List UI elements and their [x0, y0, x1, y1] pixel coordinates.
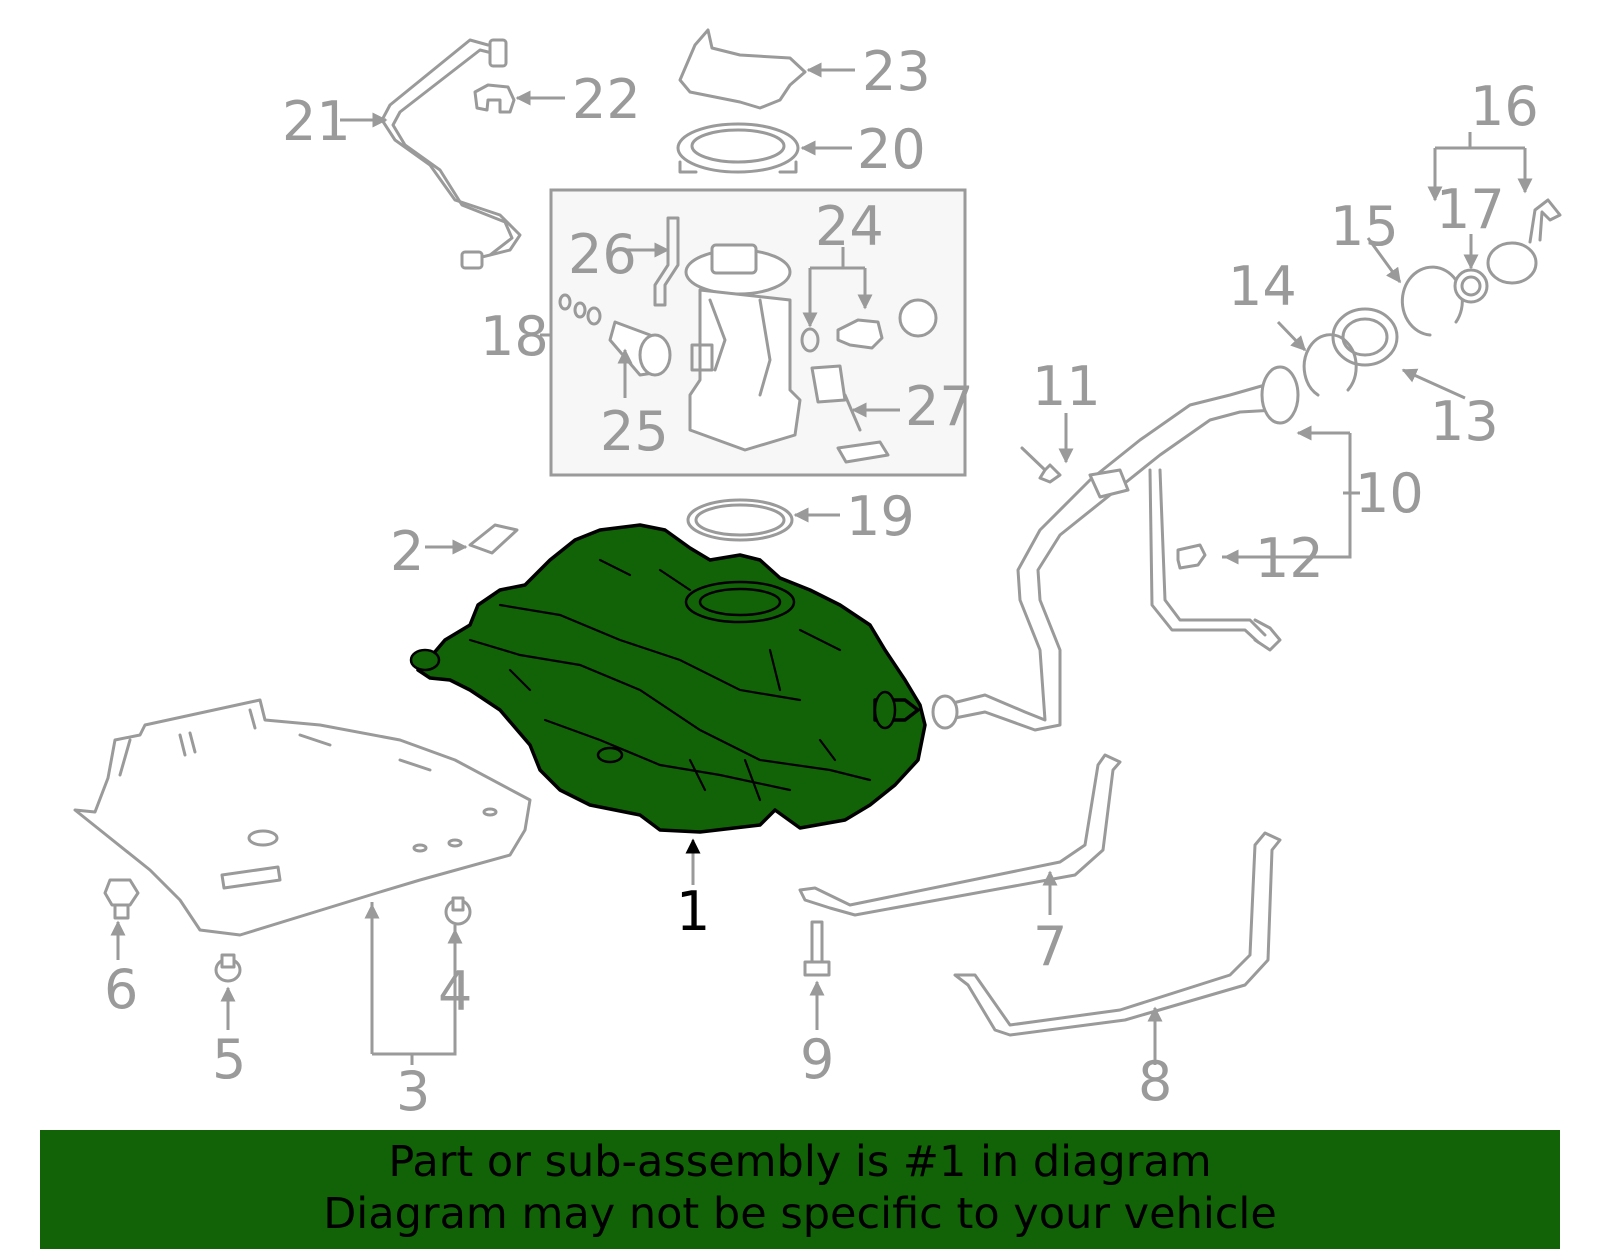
- pump-motor-part-25: [558, 293, 672, 377]
- ring-part-15: [1400, 265, 1464, 337]
- callout-2: 2: [390, 520, 424, 583]
- callout-8: 8: [1138, 1050, 1172, 1113]
- banner-line-2: Diagram may not be specific to your vehi…: [323, 1189, 1277, 1239]
- callout-24: 24: [815, 195, 884, 258]
- sender-part-27: [810, 364, 890, 464]
- bracket-part-12: [1176, 543, 1207, 570]
- callout-16: 16: [1470, 75, 1539, 138]
- callout-9: 9: [800, 1028, 834, 1091]
- callout-11: 11: [1032, 355, 1101, 418]
- callout-19: 19: [846, 485, 915, 548]
- nut-part-5: [214, 953, 242, 983]
- cover-part-23: [678, 28, 807, 110]
- callout-10: 10: [1355, 462, 1424, 525]
- callout-18: 18: [480, 305, 549, 368]
- strap-part-8: [953, 831, 1282, 1037]
- gasket-part-13: [1331, 307, 1399, 367]
- callout-leaders: [110, 62, 1533, 1065]
- callout-12: 12: [1255, 527, 1324, 590]
- fuel-cap-part-16: [1486, 198, 1562, 285]
- bolt-part-11: [1020, 446, 1062, 484]
- fuel-pump-module: [684, 243, 802, 452]
- under-shield-part-3: [73, 698, 532, 937]
- callout-1: 1: [676, 880, 710, 943]
- nut-part-4: [444, 896, 472, 926]
- callout-22: 22: [572, 68, 641, 131]
- strap-part-7: [798, 753, 1122, 917]
- callout-6: 6: [104, 958, 138, 1021]
- callout-14: 14: [1228, 255, 1297, 318]
- info-banner: Part or sub-assembly is #1 in diagram Di…: [40, 1130, 1560, 1249]
- callout-3: 3: [396, 1060, 430, 1123]
- callout-4: 4: [438, 960, 472, 1023]
- callout-23: 23: [862, 40, 931, 103]
- label-part-2: [468, 523, 519, 555]
- clip-part-6: [103, 878, 140, 920]
- sensor-part-26: [653, 216, 680, 307]
- ring-nut-part-20: [676, 122, 800, 174]
- filler-pipe-part-10: [931, 365, 1300, 732]
- banner-line-1: Part or sub-assembly is #1 in diagram: [388, 1137, 1212, 1187]
- seal-part-17: [1453, 268, 1489, 304]
- callout-5: 5: [212, 1028, 246, 1091]
- callout-25: 25: [600, 400, 669, 463]
- callout-15: 15: [1330, 195, 1399, 258]
- callout-27: 27: [905, 375, 974, 438]
- callout-17: 17: [1436, 178, 1505, 241]
- callout-20: 20: [857, 118, 926, 181]
- fuel-line-part-21: [380, 38, 522, 270]
- callout-7: 7: [1033, 915, 1067, 978]
- callout-13: 13: [1430, 390, 1499, 453]
- bolt-part-9: [803, 920, 831, 977]
- callout-26: 26: [568, 223, 637, 286]
- gasket-part-19: [686, 498, 794, 542]
- ring-part-14: [1302, 333, 1358, 397]
- regulator-part-24: [800, 298, 938, 353]
- fuel-tank-part-1: [409, 523, 927, 834]
- clip-part-22: [473, 83, 516, 114]
- callout-21: 21: [282, 90, 351, 153]
